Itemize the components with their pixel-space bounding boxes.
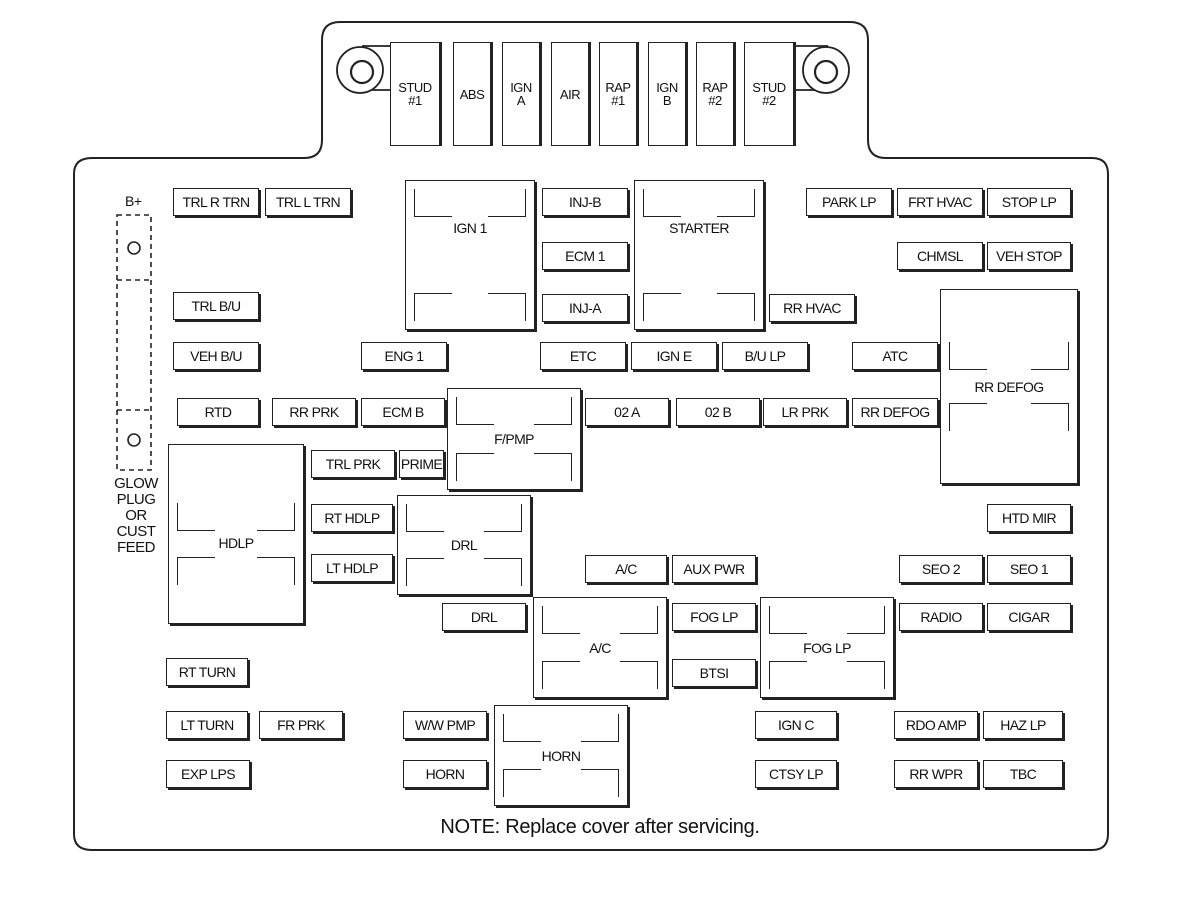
glow-plug-terminal xyxy=(116,214,152,471)
fuse-fog-lp: FOG LP xyxy=(672,603,756,631)
relay-ign-1-label: IGN 1 xyxy=(453,220,487,237)
fuse-lt-turn: LT TURN xyxy=(166,711,248,739)
service-note: NOTE: Replace cover after servicing. xyxy=(440,816,760,838)
relay-fog-lp-label: FOG LP xyxy=(803,639,851,656)
stud-1-terminal-icon xyxy=(336,45,411,94)
fuse-rdo-amp: RDO AMP xyxy=(894,711,978,739)
maxi-fuse-ign-b: IGN B xyxy=(648,42,686,146)
maxi-fuse-stud-2: STUD #2 xyxy=(744,42,794,146)
fuse-haz-lp: HAZ LP xyxy=(983,711,1063,739)
relay-ign-1: IGN 1 xyxy=(405,180,535,330)
fuse-atc: ATC xyxy=(852,342,938,370)
relay-rr-defog-label: RR DEFOG xyxy=(974,378,1044,395)
fuse-trl-l-trn: TRL L TRN xyxy=(265,188,351,216)
fuse-ecm-b: ECM B xyxy=(361,398,445,426)
fuse-aux-pwr: AUX PWR xyxy=(672,555,756,583)
fuse-park-lp: PARK LP xyxy=(806,188,892,216)
relay-starter-label: STARTER xyxy=(669,220,729,237)
fuse-rr-prk: RR PRK xyxy=(272,398,356,426)
fuse-inj-a: INJ-A xyxy=(542,294,628,322)
fuse-eng-1: ENG 1 xyxy=(361,342,447,370)
fuse-trl-bu: TRL B/U xyxy=(173,292,259,320)
fuse-prime: PRIME xyxy=(399,450,444,478)
fuse-trl-prk: TRL PRK xyxy=(311,450,395,478)
fuse-drl: DRL xyxy=(442,603,526,631)
housing-outline xyxy=(73,21,1109,851)
fuse-tbc: TBC xyxy=(983,760,1063,788)
fuse-ign-e: IGN E xyxy=(631,342,717,370)
maxi-fuse-air: AIR xyxy=(551,42,589,146)
fuse-seo-1: SEO 1 xyxy=(987,555,1071,583)
fuse-seo-2: SEO 2 xyxy=(899,555,983,583)
relay-ac-label: A/C xyxy=(589,639,611,656)
fuse-cigar: CIGAR xyxy=(987,603,1071,631)
fuse-lr-prk: LR PRK xyxy=(763,398,847,426)
b-plus-label: B+ xyxy=(125,193,142,209)
fuse-o2-a: 02 A xyxy=(585,398,669,426)
fuse-htd-mir: HTD MIR xyxy=(987,504,1071,532)
fuse-ecm-1: ECM 1 xyxy=(542,242,628,270)
fuse-horn: HORN xyxy=(403,760,487,788)
fuse-frt-hvac: FRT HVAC xyxy=(897,188,983,216)
relay-f-pmp-label: F/PMP xyxy=(494,431,534,447)
relay-hdlp: HDLP xyxy=(168,444,304,624)
relay-f-pmp: F/PMP xyxy=(447,388,581,490)
fuse-ww-pmp: W/W PMP xyxy=(403,711,487,739)
fuse-veh-bu: VEH B/U xyxy=(173,342,259,370)
relay-drl: DRL xyxy=(397,495,531,595)
maxi-fuse-rap-1: RAP #1 xyxy=(599,42,637,146)
relay-horn: HORN xyxy=(494,705,628,806)
fuse-ign-c: IGN C xyxy=(755,711,837,739)
relay-rr-defog: RR DEFOG xyxy=(940,289,1078,484)
fuse-exp-lps: EXP LPS xyxy=(166,760,250,788)
maxi-fuse-stud-1: STUD #1 xyxy=(390,42,440,146)
fuse-rt-turn: RT TURN xyxy=(166,658,248,686)
relay-starter: STARTER xyxy=(634,180,764,330)
fuse-stop-lp: STOP LP xyxy=(987,188,1071,216)
relay-horn-label: HORN xyxy=(541,747,581,764)
glow-plug-label: GLOW PLUG OR CUST FEED xyxy=(114,475,158,556)
fuse-lt-hdlp: LT HDLP xyxy=(311,554,393,582)
relay-drl-label: DRL xyxy=(450,537,478,553)
fuse-chmsl: CHMSL xyxy=(897,242,983,270)
fuse-rr-defog: RR DEFOG xyxy=(852,398,938,426)
fuse-inj-b: INJ-B xyxy=(542,188,628,216)
fuse-rr-hvac: RR HVAC xyxy=(769,294,855,322)
maxi-fuse-rap-2: RAP #2 xyxy=(696,42,734,146)
fuse-ctsy-lp: CTSY LP xyxy=(755,760,837,788)
fuse-ac: A/C xyxy=(585,555,667,583)
fuse-rr-wpr: RR WPR xyxy=(894,760,978,788)
fuse-rtd: RTD xyxy=(177,398,259,426)
fuse-rt-hdlp: RT HDLP xyxy=(311,504,393,532)
fuse-o2-b: 02 B xyxy=(676,398,760,426)
fuse-btsi: BTSI xyxy=(672,659,756,687)
maxi-fuse-ign-a: IGN A xyxy=(502,42,540,146)
stud-2-terminal-icon xyxy=(779,45,850,94)
relay-hdlp-label: HDLP xyxy=(218,534,255,551)
fuse-fr-prk: FR PRK xyxy=(259,711,343,739)
fuse-trl-r-trn: TRL R TRN xyxy=(173,188,259,216)
relay-ac: A/C xyxy=(533,597,667,698)
maxi-fuse-abs: ABS xyxy=(453,42,491,146)
fuse-radio: RADIO xyxy=(899,603,983,631)
fuse-veh-stop: VEH STOP xyxy=(987,242,1071,270)
fuse-etc: ETC xyxy=(540,342,626,370)
relay-fog-lp: FOG LP xyxy=(760,597,894,698)
fuse-bu-lp: B/U LP xyxy=(722,342,808,370)
